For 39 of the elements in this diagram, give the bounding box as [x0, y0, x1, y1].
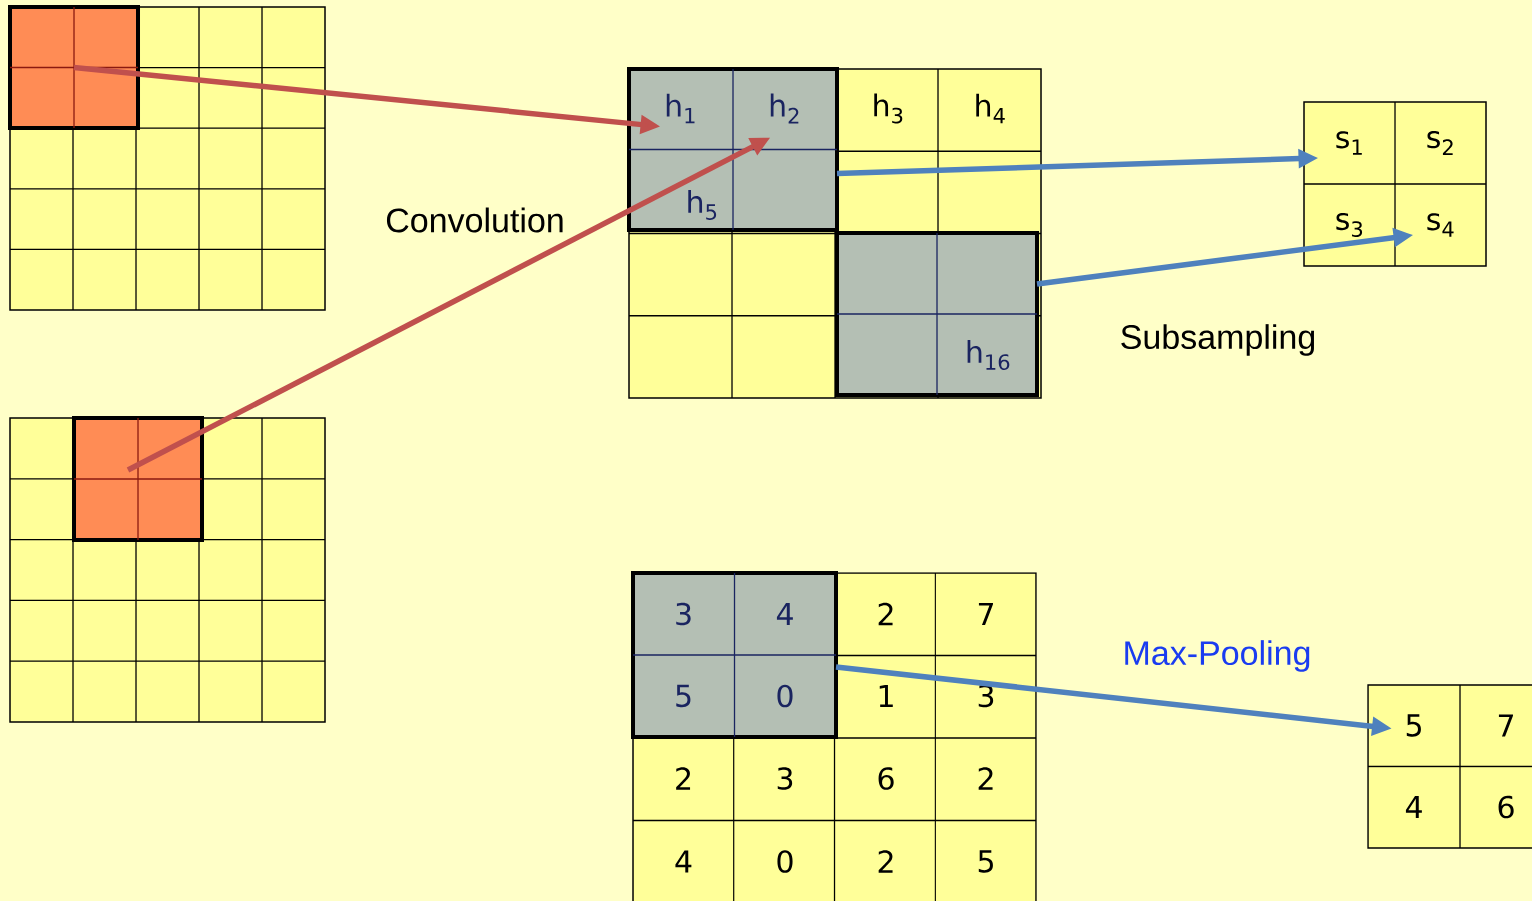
grid-cell: 4	[1405, 796, 1422, 818]
grid-cell: s$_{4}$	[1427, 213, 1454, 237]
highlighted-block	[631, 571, 838, 739]
grid-cell: 5	[676, 684, 691, 708]
grid-cell: 3	[676, 602, 691, 626]
grid-cell: h$_{2}$	[770, 93, 799, 124]
grid-cell: 6	[1498, 795, 1514, 819]
grid-cell: 2	[878, 602, 893, 626]
grid-cell: s$_{1}$	[1336, 131, 1362, 155]
grid-cell: h$_{3}$	[874, 93, 903, 124]
diagram-label: Convolution	[386, 207, 563, 233]
grid-cell: 5	[1406, 714, 1421, 737]
filter-patch	[8, 5, 140, 130]
grid-cell: 2	[676, 767, 691, 790]
grid-cell: 2	[978, 767, 993, 790]
grid-cell: 4	[675, 850, 692, 873]
highlighted-block	[835, 231, 1039, 397]
grid-cell: h$_{1}$	[666, 93, 695, 124]
grid-cell: 6	[878, 767, 894, 790]
grid-cell: 0	[777, 684, 793, 708]
grid-cell: 4	[776, 603, 793, 625]
grid-cell: h$_{4}$	[976, 93, 1005, 124]
diagram-label: Max-Pooling	[1125, 640, 1310, 672]
diagram-label: Subsampling	[1121, 324, 1315, 356]
filter-patch	[72, 416, 204, 542]
grid-cell: 7	[978, 603, 993, 625]
grid-cell: 1	[879, 685, 893, 707]
grid-cell: h$_{5}$	[688, 190, 717, 220]
grid-cell: 3	[777, 767, 793, 790]
highlighted-block	[627, 67, 839, 232]
grid-cell: h$_{16}$	[967, 339, 1010, 371]
grid-cell: 5	[978, 850, 993, 873]
grid-cell: s$_{3}$	[1336, 212, 1363, 238]
grid-cell: 7	[1498, 714, 1513, 737]
grid-cell: 0	[777, 850, 793, 873]
grid-cell: s$_{2}$	[1427, 131, 1453, 155]
subsampled-grid	[1303, 101, 1487, 267]
pooled-grid	[1367, 684, 1532, 849]
grid-cell: 2	[878, 850, 893, 873]
